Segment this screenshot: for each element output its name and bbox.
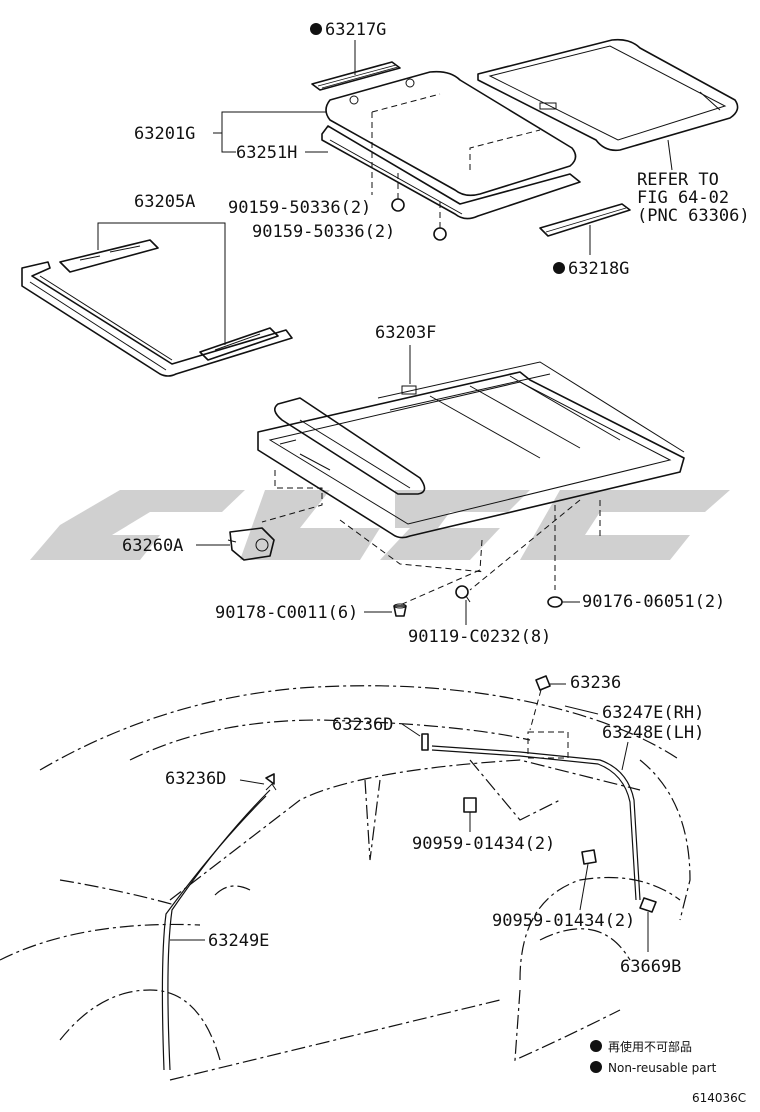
car-body-outline [0, 685, 691, 1081]
part-63217G-strip: 63217G [310, 20, 401, 91]
label-90178: 90178-C0011(6) [215, 603, 358, 623]
clip-90959-b [581, 849, 597, 865]
hose-end-63669B [639, 897, 657, 913]
part-63251H-seal [321, 125, 581, 220]
legend: 再使用不可部品 Non-reusable part [590, 1039, 717, 1075]
label-90176: 90176-06051(2) [582, 592, 725, 612]
clip-90178 [393, 603, 407, 617]
label-63236D-left: 63236D [165, 769, 226, 789]
grommet-90176 [547, 596, 563, 608]
label-63217G: 63217G [325, 20, 386, 40]
part-63201G-glass [325, 70, 577, 197]
drain-hose-rear-63247E [431, 745, 641, 901]
clip-63236 [535, 675, 551, 691]
figure-code: 614036C [692, 1091, 746, 1105]
label-refer-3: (PNC 63306) [637, 206, 750, 226]
label-90119: 90119-C0232(8) [408, 627, 551, 647]
label-90159-a: 90159-50336(2) [228, 198, 371, 218]
label-refer-1: REFER TO [637, 170, 719, 190]
label-63236: 63236 [570, 673, 621, 693]
part-63205A-frame [21, 239, 293, 377]
legend-jp: 再使用不可部品 [608, 1039, 692, 1054]
brand-logo-watermark [30, 490, 730, 560]
clip-90959-a [463, 797, 477, 813]
label-63247E: 63247E(RH) [602, 703, 704, 723]
label-63218G: 63218G [568, 259, 629, 279]
part-63203F-housing [257, 361, 685, 539]
bolt-90119 [455, 585, 471, 603]
label-63249E: 63249E [208, 931, 269, 951]
screw-90159-a [391, 170, 405, 212]
label-63260A: 63260A [122, 536, 183, 556]
label-63236D-top: 63236D [332, 715, 393, 735]
label-63669B: 63669B [620, 957, 681, 977]
part-63260A-motor [227, 527, 275, 561]
label-63201G: 63201G [134, 124, 195, 144]
legend-en: Non-reusable part [608, 1061, 717, 1075]
label-63203F: 63203F [375, 323, 436, 343]
screw-90159-b [433, 200, 447, 241]
clip-63236D-top [421, 733, 429, 751]
part-63218G-strip: 63218G [539, 203, 631, 279]
label-63251H: 63251H [236, 143, 297, 163]
label-90959-b: 90959-01434(2) [492, 911, 635, 931]
drain-hose-front-63249E [161, 783, 277, 1071]
clip-63236D-left [265, 773, 275, 785]
label-refer-2: FIG 64-02 [637, 188, 729, 208]
label-63248E: 63248E(LH) [602, 723, 704, 743]
sunshade-panel [477, 38, 739, 152]
label-90959-a: 90959-01434(2) [412, 834, 555, 854]
label-90159-b: 90159-50336(2) [252, 222, 395, 242]
label-63205A: 63205A [134, 192, 195, 212]
